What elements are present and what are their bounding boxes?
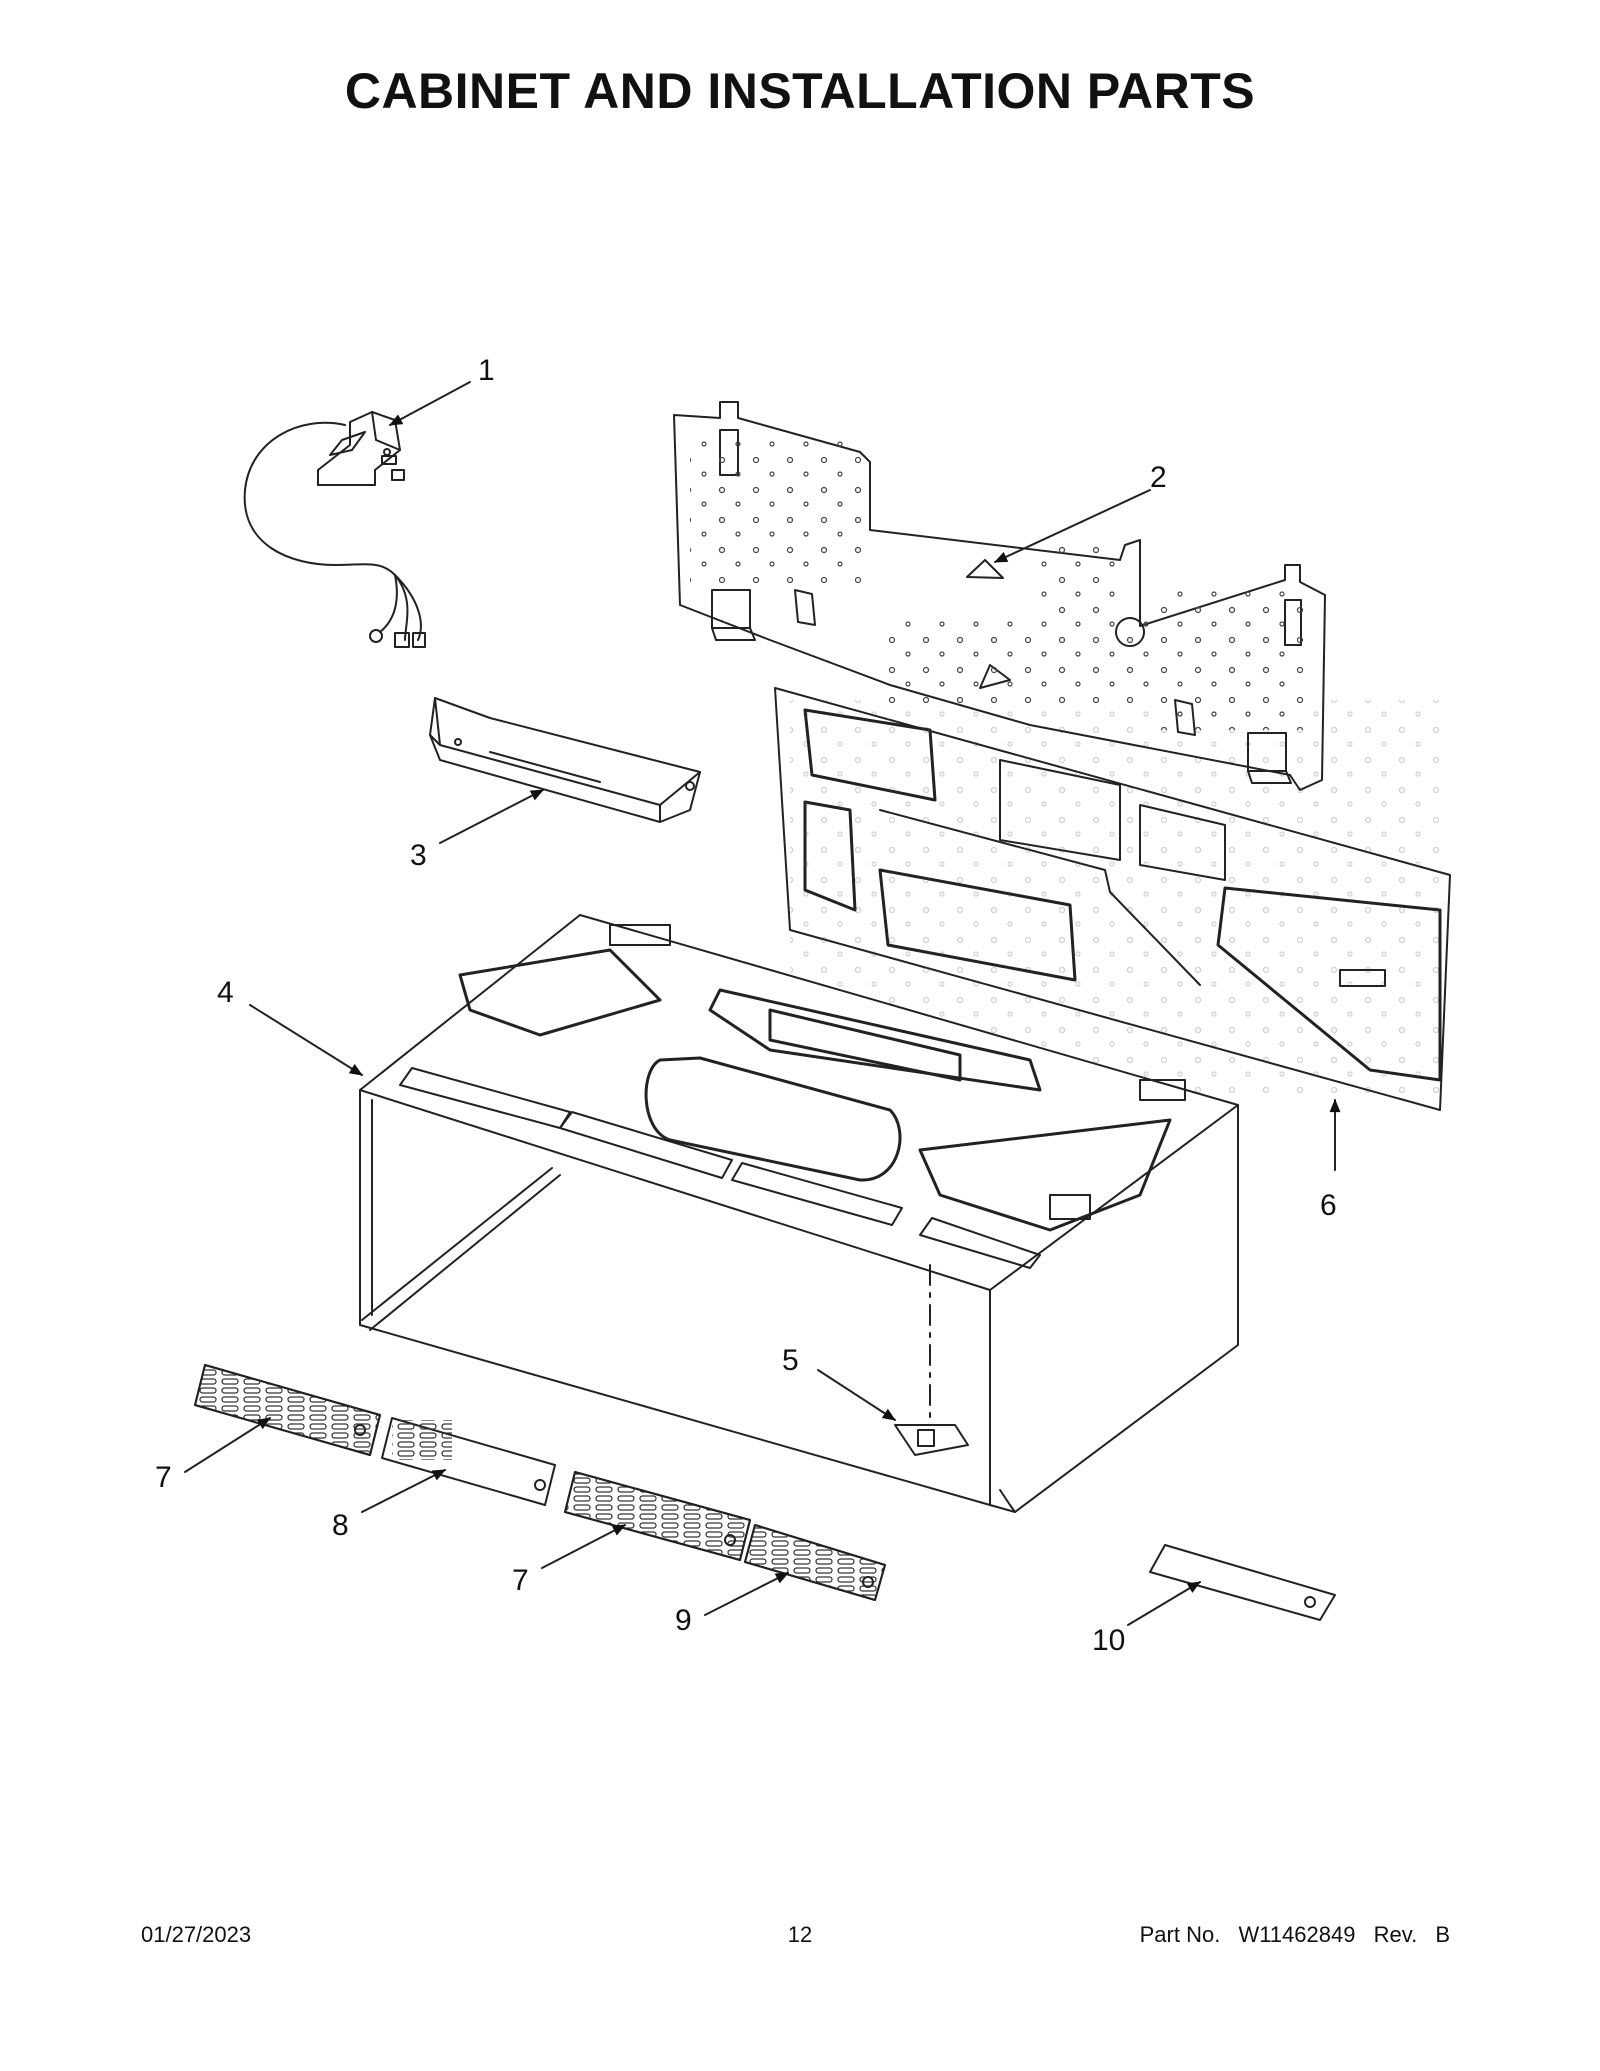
footer-page-number: 12	[787, 1922, 813, 1947]
callout-1: 1	[478, 354, 495, 387]
callout-8: 8	[332, 1509, 349, 1542]
cabinet-part	[359, 914, 1239, 1513]
bracket-part	[429, 697, 701, 823]
part-number: W11462849	[1238, 1922, 1356, 1947]
grille-left-part	[194, 1364, 381, 1456]
grille-small-part	[744, 1524, 886, 1601]
part-label: Part No.	[1139, 1922, 1221, 1947]
callout-labels: 1 2 3 4 5 6 7 8 7 9 10	[155, 354, 1337, 1657]
callout-7-left: 7	[155, 1461, 172, 1494]
vent-cover-part	[381, 1417, 556, 1506]
callout-4: 4	[217, 976, 234, 1009]
callout-5: 5	[782, 1344, 799, 1377]
callout-7-center: 7	[512, 1564, 529, 1597]
callout-2: 2	[1150, 461, 1167, 494]
filler-panel-part	[1149, 1544, 1336, 1621]
callout-arrows	[184, 381, 1341, 1626]
grille-center-part	[564, 1471, 751, 1561]
callout-9: 9	[675, 1604, 692, 1637]
page-title: CABINET AND INSTALLATION PARTS	[344, 63, 1256, 119]
callout-3: 3	[410, 839, 427, 872]
callout-10: 10	[1092, 1624, 1125, 1657]
callout-6: 6	[1320, 1189, 1337, 1222]
rev-label: Rev.	[1373, 1922, 1418, 1947]
clip-part	[894, 1424, 969, 1456]
footer-date: 01/27/2023	[141, 1922, 252, 1947]
footer-part-number: Part No. W11462849 Rev. B	[1140, 1922, 1450, 1948]
rev-value: B	[1435, 1922, 1450, 1947]
power-cord-part	[243, 411, 426, 648]
